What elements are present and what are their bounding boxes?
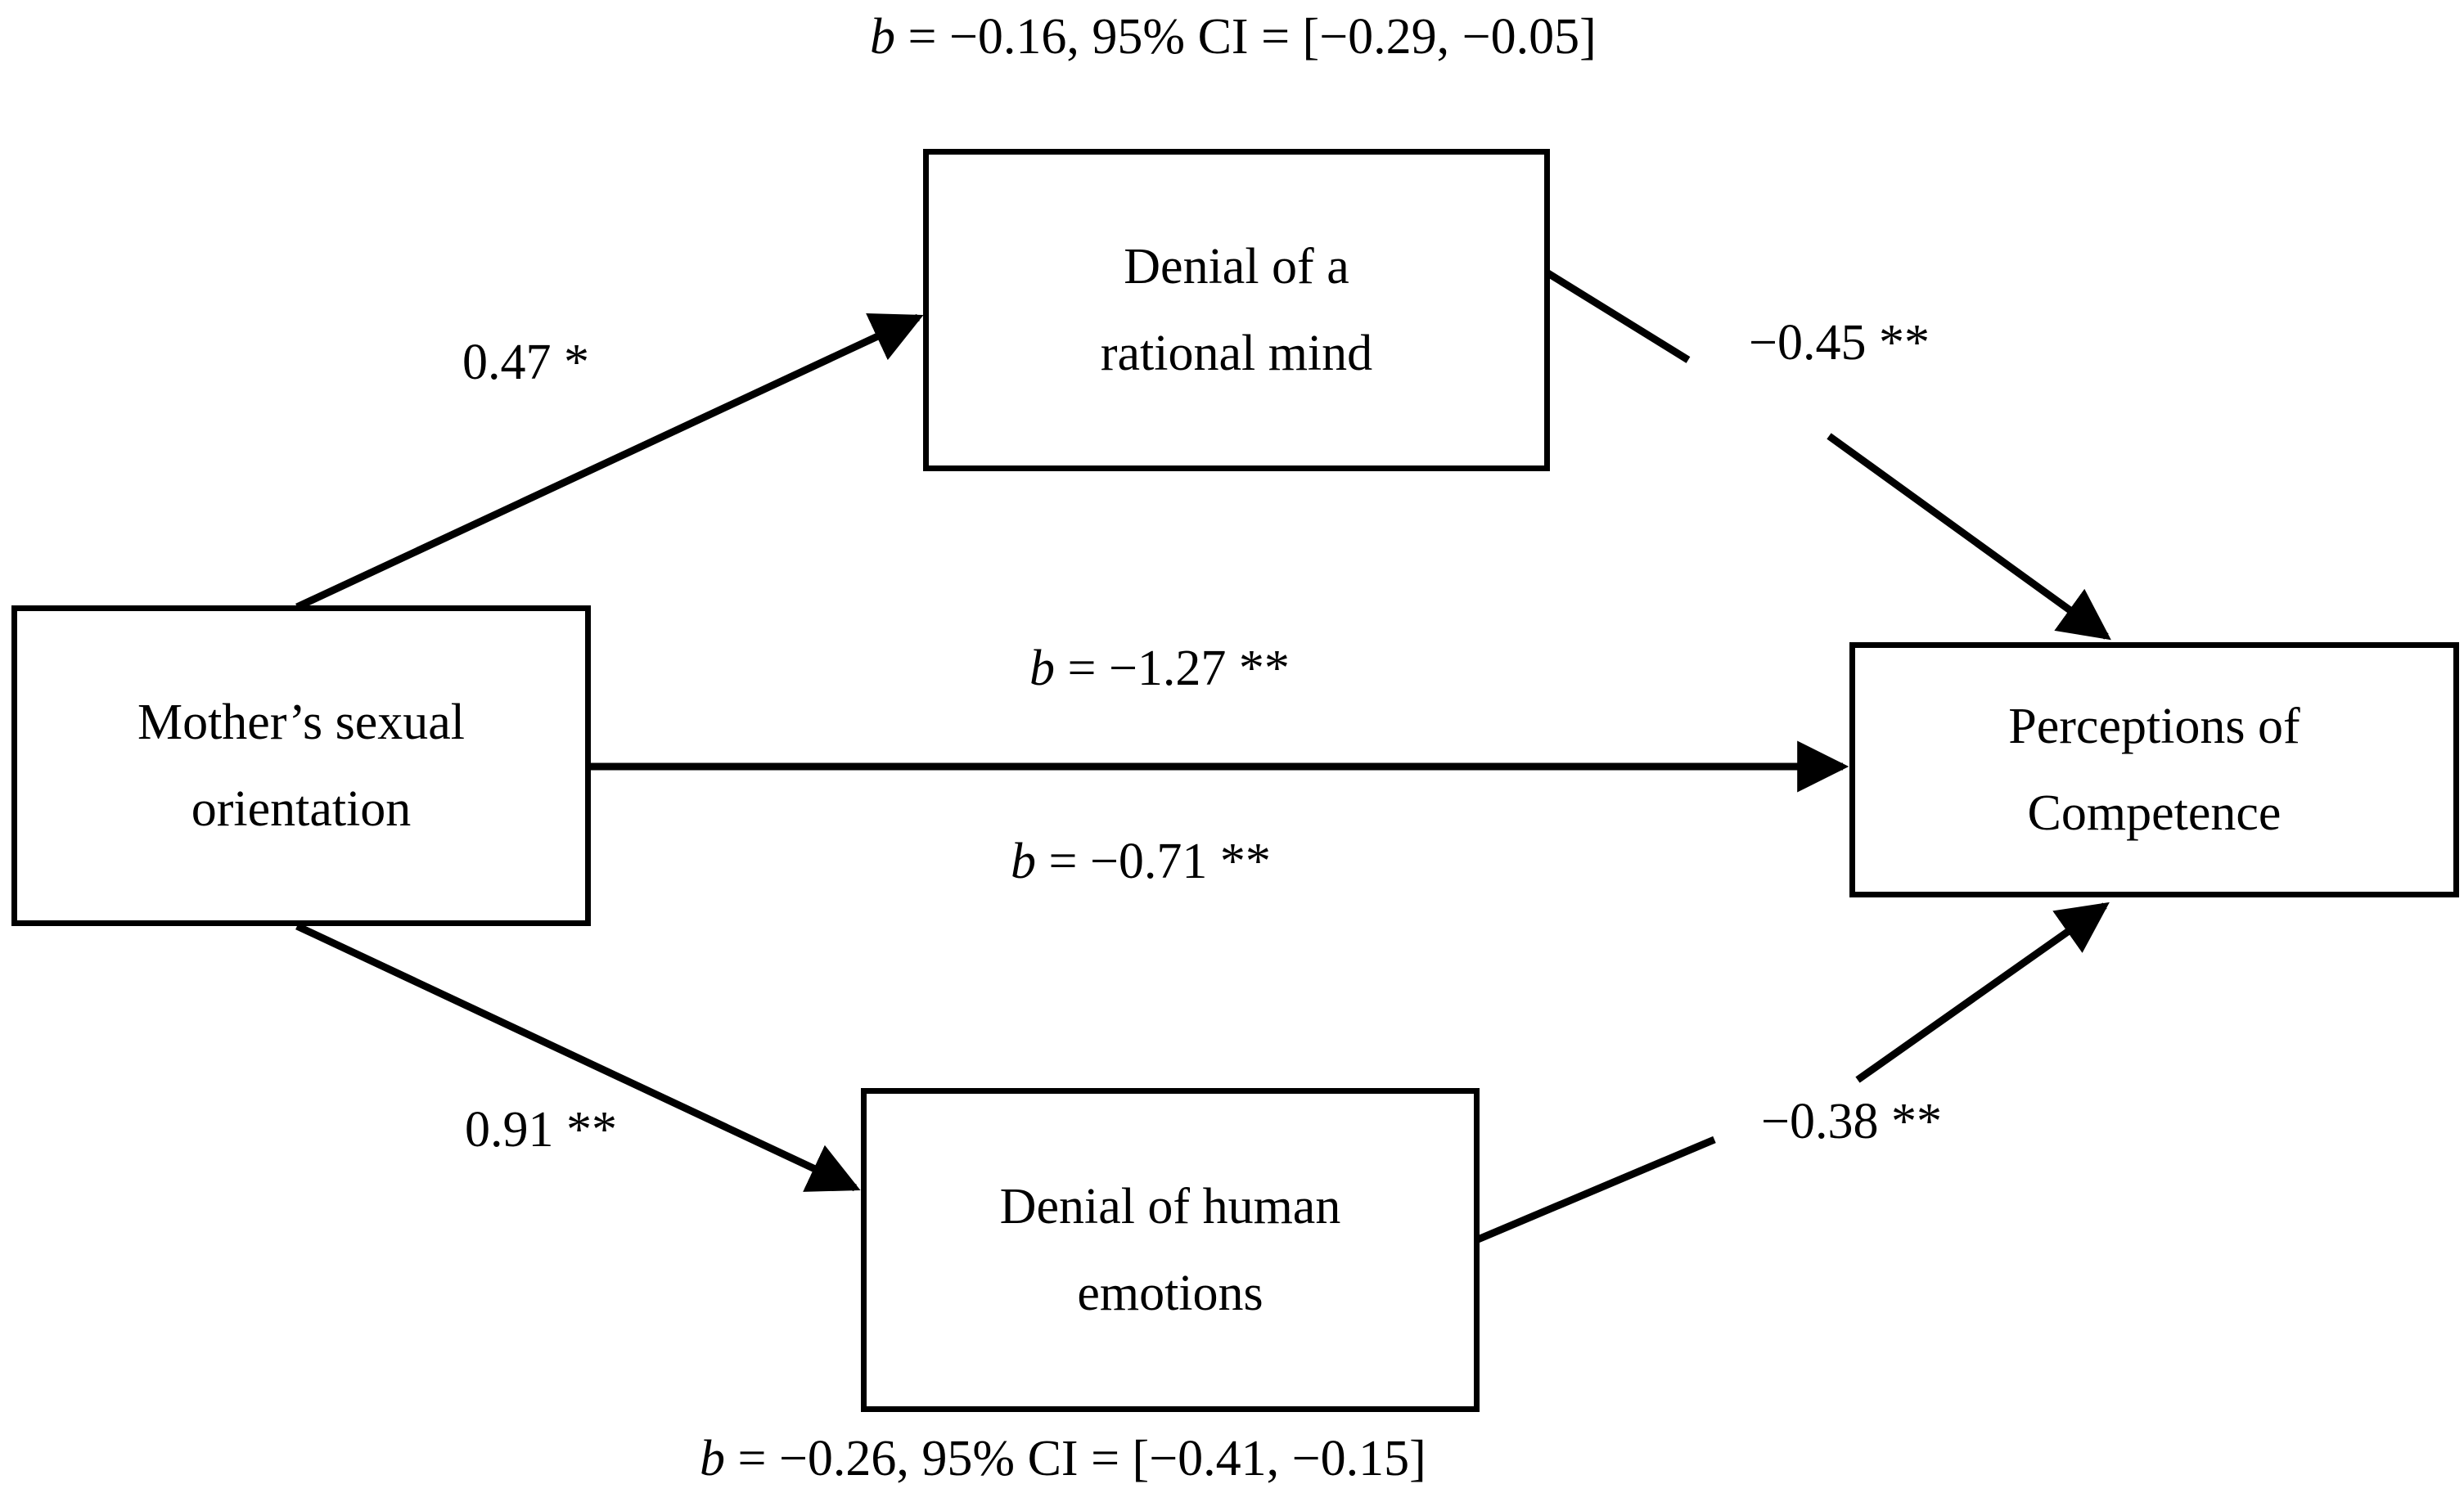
label-b-path-top: −0.45 **	[1749, 317, 1930, 368]
node-label-line2: emotions	[1077, 1266, 1264, 1321]
label-a-path-top-text: 0.47 *	[462, 335, 589, 390]
label-a-path-top: 0.47 *	[462, 337, 589, 388]
label-indirect-effect-top: b = −0.16, 95% CI = [−0.29, −0.05]	[870, 11, 1597, 62]
node-label-line1: Perceptions of	[2008, 699, 2300, 754]
edge-predictor-to-denial-human-emotions	[295, 922, 861, 1192]
label-b-path-top-text: −0.45 **	[1749, 315, 1930, 371]
node-denial-of-human-emotions: Denial of human emotions	[861, 1088, 1480, 1412]
label-a-path-bottom: 0.91 **	[465, 1104, 617, 1155]
label-direct-lower-italic-b: b	[1011, 834, 1036, 889]
label-direct-lower-rest: = −0.71 **	[1036, 834, 1271, 889]
node-label-line2: rational mind	[1100, 326, 1373, 381]
edge-predictor-to-denial-rational-mind	[295, 313, 924, 611]
label-indirect-top-italic-b: b	[870, 9, 895, 65]
edge-denial-human-emotions-to-competence-seg1	[1476, 1135, 1716, 1243]
label-direct-effect-upper: b = −1.27 **	[1029, 643, 1290, 694]
node-denial-of-rational-mind: Denial of a rational mind	[923, 149, 1550, 471]
node-label-line2: Competence	[2027, 785, 2282, 841]
label-indirect-effect-bottom: b = −0.26, 95% CI = [−0.41, −0.15]	[700, 1433, 1426, 1484]
label-b-path-bottom: −0.38 **	[1761, 1096, 1942, 1147]
edge-denial-human-emotions-to-competence-seg2	[1855, 902, 2110, 1083]
node-label-line2: orientation	[191, 781, 412, 837]
edge-denial-rational-mind-to-competence-seg1	[1544, 269, 1691, 363]
node-label-line1: Mother’s sexual	[137, 695, 466, 750]
label-a-path-bottom-text: 0.91 **	[465, 1102, 617, 1158]
label-indirect-bottom-rest: = −0.26, 95% CI = [−0.41, −0.15]	[725, 1431, 1426, 1486]
node-label-line1: Denial of a	[1124, 239, 1349, 295]
label-direct-upper-italic-b: b	[1029, 641, 1055, 696]
label-direct-effect-lower: b = −0.71 **	[1011, 836, 1271, 887]
node-mother-sexual-orientation: Mother’s sexual orientation	[11, 605, 591, 926]
label-direct-upper-rest: = −1.27 **	[1055, 641, 1290, 696]
edge-denial-rational-mind-to-competence-seg2	[1827, 433, 2111, 641]
label-b-path-bottom-text: −0.38 **	[1761, 1094, 1942, 1149]
label-indirect-top-rest: = −0.16, 95% CI = [−0.29, −0.05]	[895, 9, 1597, 65]
label-indirect-bottom-italic-b: b	[700, 1431, 725, 1486]
node-label-line1: Denial of human	[999, 1179, 1341, 1234]
node-perceptions-of-competence: Perceptions of Competence	[1849, 642, 2459, 897]
